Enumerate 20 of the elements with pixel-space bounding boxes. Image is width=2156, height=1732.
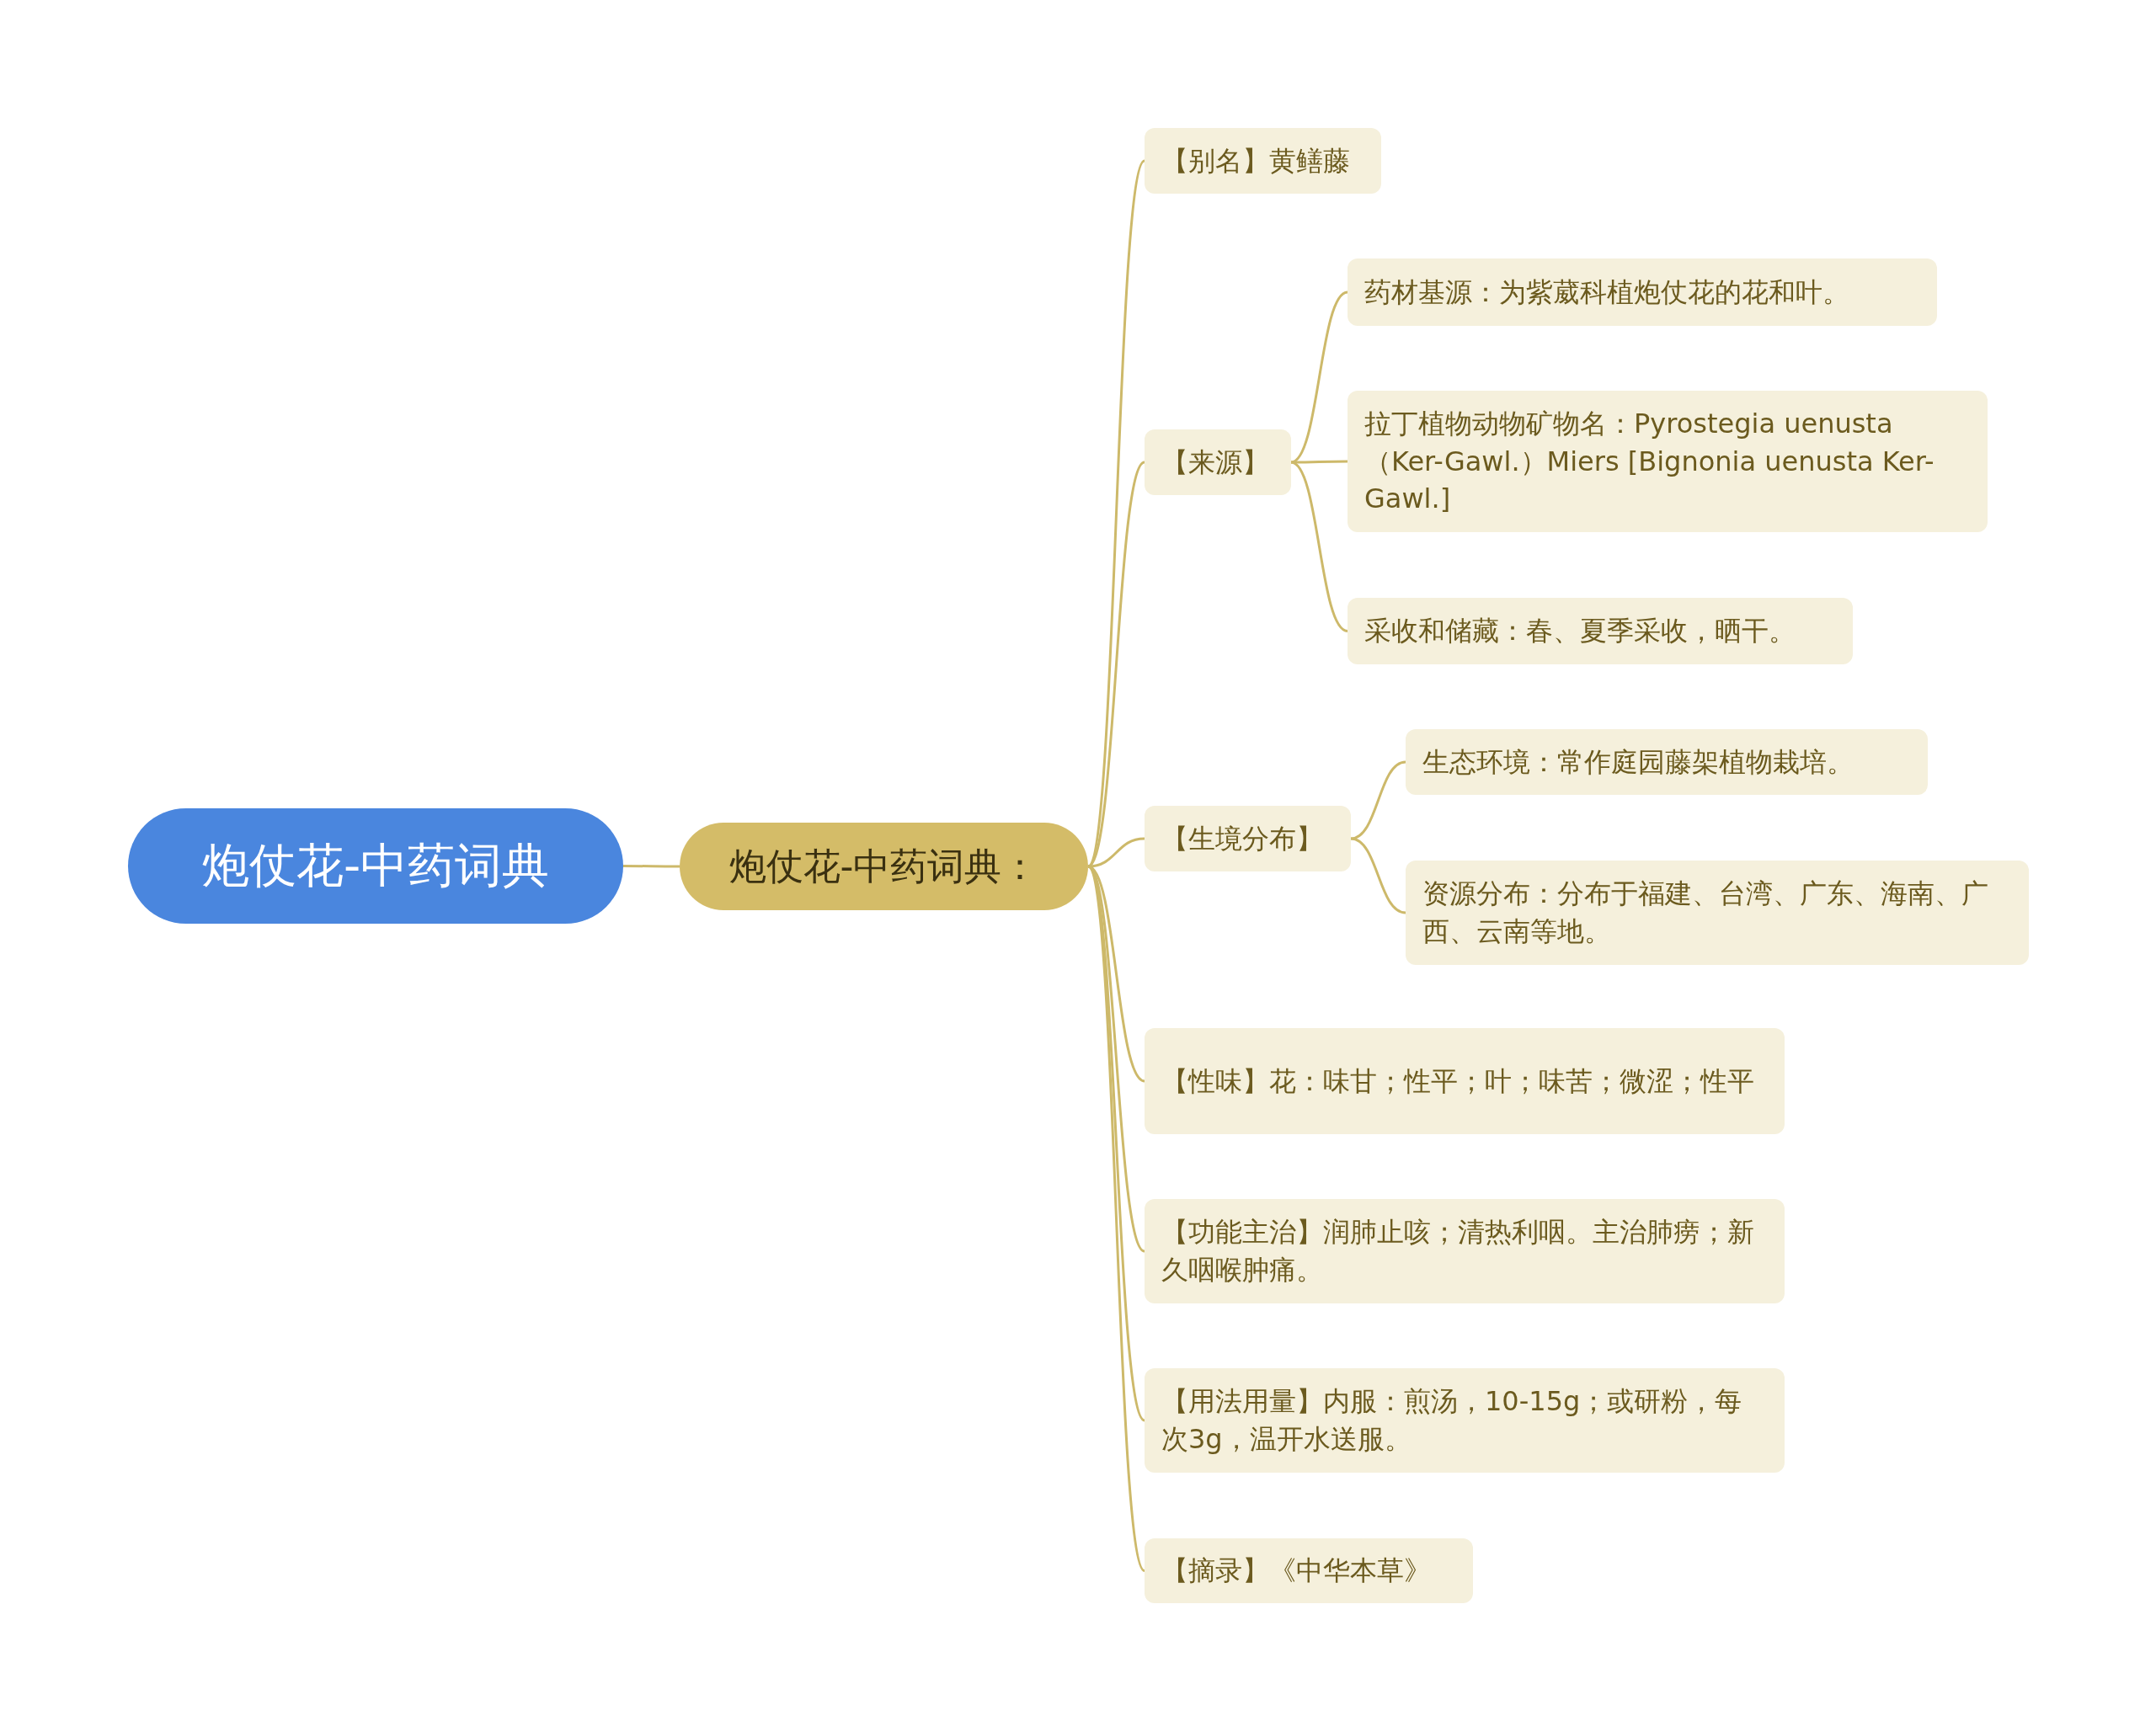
topic-box: 【用法用量】内服：煎汤，10-15g；或研粉，每次3g，温开水送服。 [1145, 1368, 1785, 1473]
topic-box: 采收和储藏：春、夏季采收，晒干。 [1348, 598, 1853, 664]
central-topic: 炮仗花-中药词典 [128, 808, 623, 924]
topic-box: 【别名】黄鳝藤 [1145, 128, 1381, 194]
connector-line [1350, 837, 1406, 914]
connector-line [1350, 760, 1406, 840]
topic-box: 【摘录】《中华本草》 [1145, 1538, 1473, 1603]
topic-box: 【功能主治】润肺止咳；清热利咽。主治肺痨；新久咽喉肿痛。 [1145, 1199, 1785, 1303]
topic-box: 【来源】 [1145, 429, 1291, 495]
topic-box: 【生境分布】 [1145, 806, 1351, 871]
connector-line [623, 865, 680, 868]
connector-line [1086, 866, 1146, 1572]
topic-box: 资源分布：分布于福建、台湾、广东、海南、广西、云南等地。 [1406, 861, 2029, 965]
topic-box: 药材基源：为紫葳科植炮仗花的花和叶。 [1348, 258, 1937, 326]
connector-line [1291, 460, 1348, 464]
main-topic: 炮仗花-中药词典： [680, 823, 1088, 910]
topic-box: 【性味】花：味甘；性平；叶；味苦；微涩；性平 [1145, 1028, 1785, 1134]
topic-box: 拉丁植物动物矿物名：Pyrostegia uenusta（Ker-Gawl.）Miers [Bignonia uenusta Ker-Gawl.] [1348, 391, 1988, 532]
connector-line [1290, 461, 1348, 632]
topic-box: 生态环境：常作庭园藤架植物栽培。 [1406, 729, 1928, 795]
